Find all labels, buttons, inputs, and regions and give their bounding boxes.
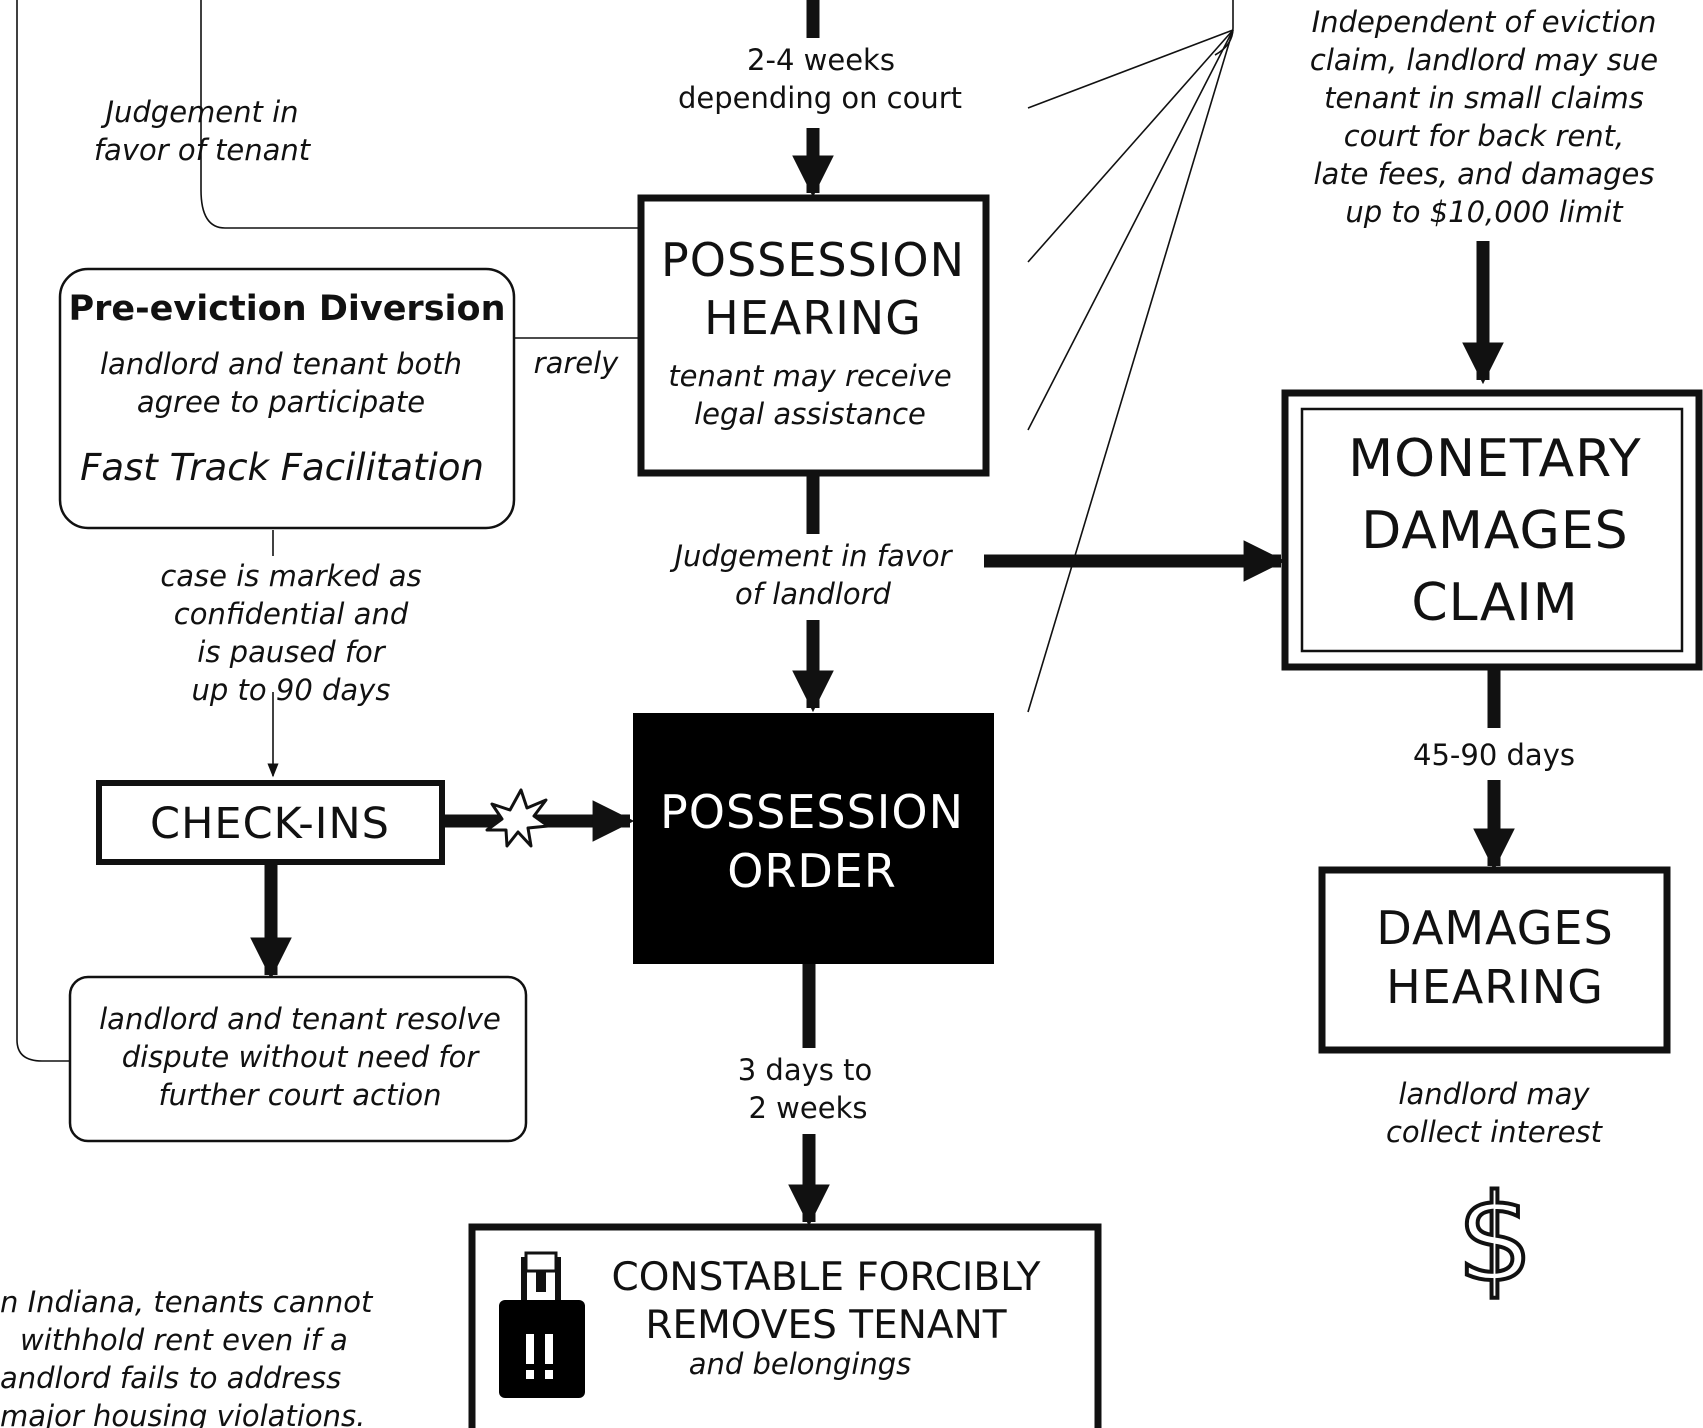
diversion-sub-1: landlord and tenant both [100, 347, 462, 381]
constable-node: CONSTABLE FORCIBLY REMOVES TENANT and be… [468, 1223, 1102, 1428]
indiana-note-2: withhold rent even if a [20, 1323, 348, 1357]
small-claims-label-2: claim, landlord may sue [1310, 43, 1658, 77]
possession-hearing-sub-1: tenant may receive [668, 359, 951, 393]
svg-text:$: $ [1457, 1170, 1533, 1309]
judgement-landlord-label-1: Judgement in favor [669, 539, 953, 573]
possession-order-title-2: ORDER [727, 844, 897, 898]
fan-line-5 [1027, 29, 1234, 713]
judgement-tenant-label-2: favor of tenant [94, 133, 312, 167]
small-claims-label-1: Independent of eviction [1312, 5, 1657, 39]
dollar-sign-icon: $ [1455, 1168, 1535, 1311]
weeks-label-1: 2-4 weeks [747, 43, 895, 77]
indiana-note-3: andlord fails to address [0, 1361, 341, 1395]
check-ins-node: CHECK-INS [96, 780, 445, 865]
constable-line-2: REMOVES TENANT [645, 1303, 1006, 1348]
possession-order-node: POSSESSION ORDER [633, 713, 994, 964]
monetary-line-1: MONETARY [1348, 429, 1641, 489]
starburst-icon [485, 788, 550, 848]
damages-hearing-node: DAMAGES HEARING [1318, 866, 1671, 1054]
possession-hearing-title-1: POSSESSION [661, 233, 965, 287]
small-claims-label-5: late fees, and damages [1313, 157, 1654, 191]
small-claims-label-6: up to $10,000 limit [1345, 195, 1624, 229]
diversion-sub-2: agree to participate [137, 385, 425, 419]
possession-order-title-1: POSSESSION [660, 785, 964, 839]
possession-hearing-node: POSSESSION HEARING tenant may receive le… [637, 194, 990, 477]
monetary-damages-node: MONETARY DAMAGES CLAIM [1281, 389, 1703, 671]
small-claims-label-3: tenant in small claims [1324, 81, 1644, 115]
indiana-note-1: n Indiana, tenants cannot [0, 1285, 374, 1319]
check-ins-title: CHECK-INS [150, 799, 390, 849]
fan-line-4 [1027, 29, 1234, 431]
damages-hearing-line-2: HEARING [1386, 960, 1604, 1014]
confidential-label-4: up to 90 days [192, 673, 391, 707]
possession-hearing-title-2: HEARING [704, 291, 922, 345]
diversion-title: Pre-eviction Diversion [68, 289, 505, 329]
constable-line-1: CONSTABLE FORCIBLY [612, 1255, 1041, 1300]
resolve-line-3: further court action [158, 1078, 441, 1112]
confidential-label-2: confidential and [174, 597, 409, 631]
indiana-note-4: major housing violations. [0, 1399, 365, 1428]
tenant-judgement-line [200, 0, 640, 229]
days-45-90-label: 45-90 days [1413, 738, 1575, 772]
fan-line-2 [1027, 29, 1234, 109]
resolve-line-1: landlord and tenant resolve [99, 1002, 501, 1036]
diversion-program: Fast Track Facilitation [80, 446, 484, 489]
small-claims-label-4: court for back rent, [1344, 119, 1625, 153]
outer-left-line [16, 0, 70, 1062]
monetary-line-3: CLAIM [1411, 573, 1578, 633]
possession-hearing-sub-2: legal assistance [694, 397, 926, 431]
resolve-line-2: dispute without need for [122, 1040, 481, 1074]
interest-label-2: collect interest [1386, 1115, 1604, 1149]
thin-connectors [16, 0, 1234, 1062]
rarely-label: rarely [534, 346, 620, 380]
fan-line-3 [1027, 29, 1234, 263]
interest-label-1: landlord may [1398, 1077, 1590, 1111]
pre-eviction-diversion-node: Pre-eviction Diversion landlord and tena… [58, 267, 516, 530]
monetary-line-2: DAMAGES [1361, 501, 1628, 561]
constable-sub: and belongings [689, 1347, 912, 1381]
resolve-node: landlord and tenant resolve dispute with… [68, 975, 528, 1143]
confidential-label-3: is paused for [197, 635, 386, 669]
edge-labels: 2-4 weeks depending on court Judgement i… [0, 5, 1658, 1428]
days-label-2: 2 weeks [749, 1091, 868, 1125]
judgement-tenant-label-1: Judgement in [100, 95, 298, 129]
days-label-1: 3 days to [738, 1053, 872, 1087]
padlock-warning-icon [499, 1251, 585, 1398]
weeks-label-2: depending on court [678, 81, 962, 115]
judgement-landlord-label-2: of landlord [735, 577, 892, 611]
damages-hearing-line-1: DAMAGES [1376, 901, 1613, 955]
confidential-label-1: case is marked as [160, 559, 421, 593]
